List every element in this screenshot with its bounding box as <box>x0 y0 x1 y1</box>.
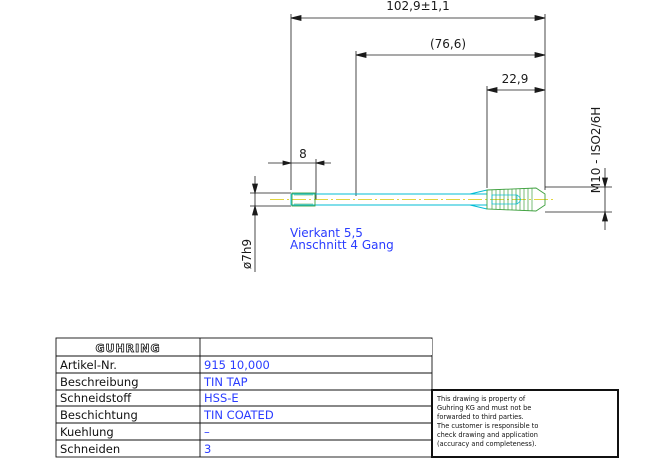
square-length-dimension <box>268 159 331 200</box>
row-value: – <box>204 425 210 439</box>
disclaimer-line: Guhring KG and must not be <box>437 404 531 412</box>
thread-body <box>486 187 546 212</box>
note-square: Vierkant 5,5 <box>290 226 363 240</box>
row-label: Beschreibung <box>60 375 139 389</box>
shank-diameter-label: ø7h9 <box>240 239 254 269</box>
row-value: HSS-E <box>204 391 239 405</box>
title-block-rows: Artikel-Nr. 915 10,000 Beschreibung TIN … <box>60 358 274 456</box>
disclaimer-text: This drawing is property of Guhring KG a… <box>436 395 538 448</box>
note-chamfer: Anschnitt 4 Gang <box>290 238 394 252</box>
row-label: Kuehlung <box>60 425 114 439</box>
row-value: TIN TAP <box>203 375 248 389</box>
row-label: Artikel-Nr. <box>60 358 117 372</box>
disclaimer-box <box>431 389 619 458</box>
overall-length-dimension <box>290 14 546 190</box>
row-label: Schneidstoff <box>60 391 132 405</box>
overall-length-label: 102,9±1,1 <box>386 0 450 13</box>
thread-length-dimension <box>486 86 546 188</box>
shank-diameter-dimension <box>250 176 291 272</box>
square-length-label: 8 <box>299 147 307 161</box>
row-value: TIN COATED <box>203 408 274 422</box>
row-label: Schneiden <box>60 442 120 456</box>
square-drive <box>291 192 316 207</box>
brand-logo: GUHRING <box>96 342 161 355</box>
thread-length-label: 22,9 <box>502 72 529 86</box>
shank-length-dimension <box>355 51 546 196</box>
row-value: 915 10,000 <box>204 358 270 372</box>
shank-length-label: (76,6) <box>430 37 466 51</box>
disclaimer-line: The customer is responsible to <box>436 422 538 430</box>
disclaimer-line: check drawing and application <box>437 431 538 439</box>
thread-spec-label: M10 - ISO2/6H <box>589 107 603 194</box>
thread-diameter-dimension <box>545 168 612 230</box>
disclaimer-line: forwarded to third parties. <box>437 413 524 421</box>
disclaimer-line: This drawing is property of <box>436 395 526 403</box>
row-value: 3 <box>204 442 211 456</box>
title-block-header-cover <box>201 339 432 355</box>
tap-tool <box>270 187 553 212</box>
row-label: Beschichtung <box>60 408 138 422</box>
disclaimer-line: (accuracy and completeness). <box>437 440 537 448</box>
